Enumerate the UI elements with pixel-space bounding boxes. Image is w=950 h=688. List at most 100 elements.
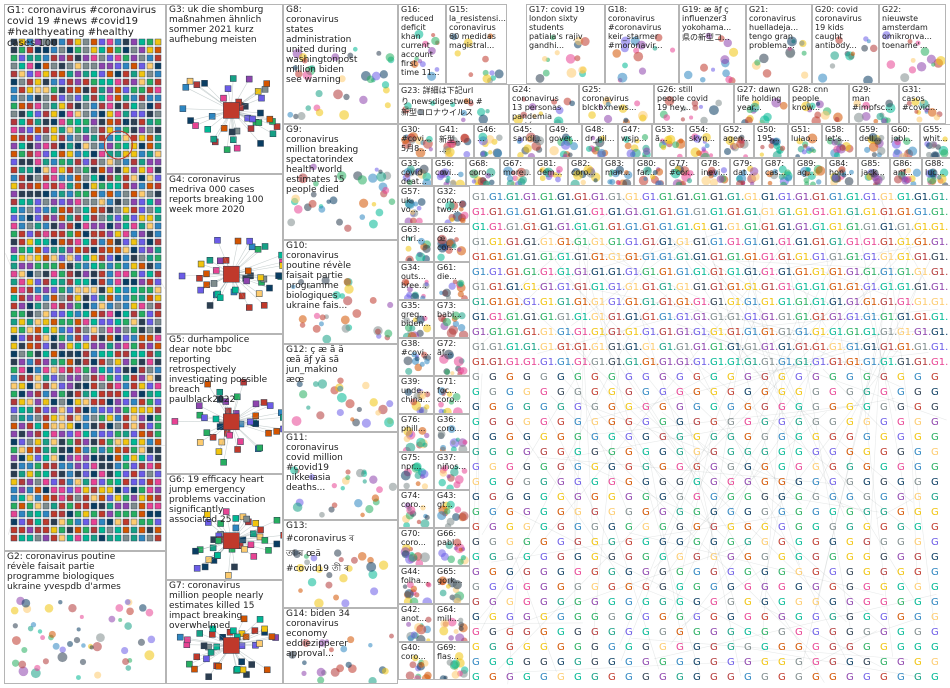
- group-panel-g22: G22: nieuwste amsterdam omikronva... toe…: [879, 4, 946, 84]
- node-glyph: G1.: [778, 222, 795, 233]
- node-glyph: G1.: [897, 297, 914, 308]
- node-glyph: G: [778, 552, 786, 563]
- node-glyph: G: [659, 402, 667, 413]
- node-glyph: G: [489, 642, 497, 653]
- node-glyph: G: [659, 447, 667, 458]
- node-glyph: G: [472, 597, 480, 608]
- node-glyph: G: [676, 372, 684, 383]
- node-glyph: G: [591, 432, 599, 443]
- group-label-g8: G8: coronavirus states administration un…: [286, 5, 358, 85]
- node-glyph: G1.: [727, 192, 744, 203]
- node-glyph: G1.: [574, 282, 591, 293]
- node-glyph: G: [574, 657, 582, 668]
- group-panel-g30: G30: #covi... 5月8...: [398, 124, 436, 158]
- node-glyph: G: [931, 462, 939, 473]
- node-glyph: G1.: [642, 342, 659, 353]
- node-glyph: G: [727, 477, 735, 488]
- node-glyph: G1.: [914, 207, 931, 218]
- node-glyph: G1.: [540, 297, 557, 308]
- node-glyph: G: [608, 462, 616, 473]
- node-glyph: G: [608, 492, 616, 503]
- node-glyph: G1.: [557, 267, 574, 278]
- node-glyph: G: [761, 672, 769, 683]
- node-glyph: G: [506, 477, 514, 488]
- node-glyph: G: [523, 372, 531, 383]
- group-panel-g44: G44: folha...: [398, 566, 434, 604]
- group-label-g83: G83: man...: [605, 159, 631, 177]
- node-glyph: G1.: [761, 222, 778, 233]
- node-glyph: G: [744, 372, 752, 383]
- group-panel-g33: G33: covid deat...: [398, 158, 432, 186]
- node-glyph: G: [863, 642, 871, 653]
- node-glyph: G: [812, 417, 820, 428]
- group-panel-g4: G4: coronavirus medriva 000 cases report…: [166, 174, 283, 334]
- node-glyph: G: [693, 417, 701, 428]
- node-glyph: G: [914, 537, 922, 548]
- node-glyph: G: [574, 567, 582, 578]
- node-glyph: G1.: [812, 192, 829, 203]
- group-nodes-g44: [402, 581, 433, 603]
- node-glyph: G1.: [625, 192, 642, 203]
- node-glyph: G1.: [523, 237, 540, 248]
- group-panel-g13: G13: #coronavirus ৰ তা ৰ œä #covid19 তী …: [283, 520, 398, 608]
- node-glyph: G: [880, 567, 888, 578]
- group-nodes-g65: [438, 576, 465, 603]
- node-glyph: G: [506, 432, 514, 443]
- node-glyph: G: [863, 477, 871, 488]
- group-panel-g80: G80: far...: [634, 158, 666, 186]
- group-panel-g52: G52: agen...: [720, 124, 754, 158]
- node-glyph: G: [676, 672, 684, 683]
- node-glyph: G: [710, 462, 718, 473]
- node-glyph: G: [880, 477, 888, 488]
- group-nodes-g53: [658, 134, 685, 157]
- node-glyph: G: [744, 597, 752, 608]
- node-glyph: G: [727, 387, 735, 398]
- group-nodes-g18: [612, 33, 676, 83]
- group-nodes-g57: [404, 198, 426, 223]
- node-glyph: G: [574, 507, 582, 518]
- group-label-g50: G50: 195...: [757, 125, 780, 143]
- node-glyph: G: [812, 657, 820, 668]
- group-nodes-g41: [442, 133, 472, 157]
- node-glyph: G: [540, 402, 548, 413]
- group-panel-g72: G72: ãƒ...: [434, 338, 470, 376]
- node-glyph: G1.: [914, 192, 931, 203]
- node-glyph: G: [795, 597, 803, 608]
- node-glyph: G1.: [506, 237, 523, 248]
- group-nodes-g5: [171, 378, 282, 466]
- node-glyph: G: [897, 597, 905, 608]
- group-panel-g18: G18: coronavirus #coronavirus keir_starm…: [605, 4, 679, 84]
- node-glyph: G1.: [676, 282, 693, 293]
- node-glyph: G: [676, 642, 684, 653]
- node-glyph: G1.: [591, 222, 608, 233]
- node-glyph: G: [914, 417, 922, 428]
- node-glyph: G: [744, 657, 752, 668]
- group-nodes-g25: [588, 96, 648, 123]
- node-glyph: G: [557, 582, 565, 593]
- group-nodes-g59: [864, 132, 886, 157]
- group-label-g88: G88: luc...: [925, 159, 945, 177]
- node-glyph: G1.: [931, 237, 948, 248]
- node-glyph: G: [489, 447, 497, 458]
- group-panel-g60: G60: jobl...: [888, 124, 920, 158]
- group-label-g17: G17: covid 19 london sixty students pati…: [529, 5, 585, 50]
- node-glyph: G: [574, 522, 582, 533]
- node-glyph: G: [710, 672, 718, 683]
- node-glyph: G: [591, 447, 599, 458]
- group-nodes-g38: [403, 351, 432, 375]
- node-glyph: G: [829, 507, 837, 518]
- node-glyph: G: [829, 672, 837, 683]
- group-panel-g78: G78: inevi...: [698, 158, 730, 186]
- group-nodes-g81: [539, 165, 563, 183]
- node-glyph: G: [914, 447, 922, 458]
- group-label-g70: G70: coro...: [401, 529, 426, 547]
- node-glyph: G: [693, 537, 701, 548]
- node-glyph: G: [489, 477, 497, 488]
- group-label-g75: G75: npr...: [401, 453, 422, 471]
- node-glyph: G1.: [863, 282, 880, 293]
- node-glyph: G1.: [625, 222, 642, 233]
- group-label-g22: G22: nieuwste amsterdam omikronva... toe…: [882, 5, 932, 50]
- node-glyph: G1.: [727, 297, 744, 308]
- node-glyph: G1.: [523, 192, 540, 203]
- node-glyph: G: [727, 417, 735, 428]
